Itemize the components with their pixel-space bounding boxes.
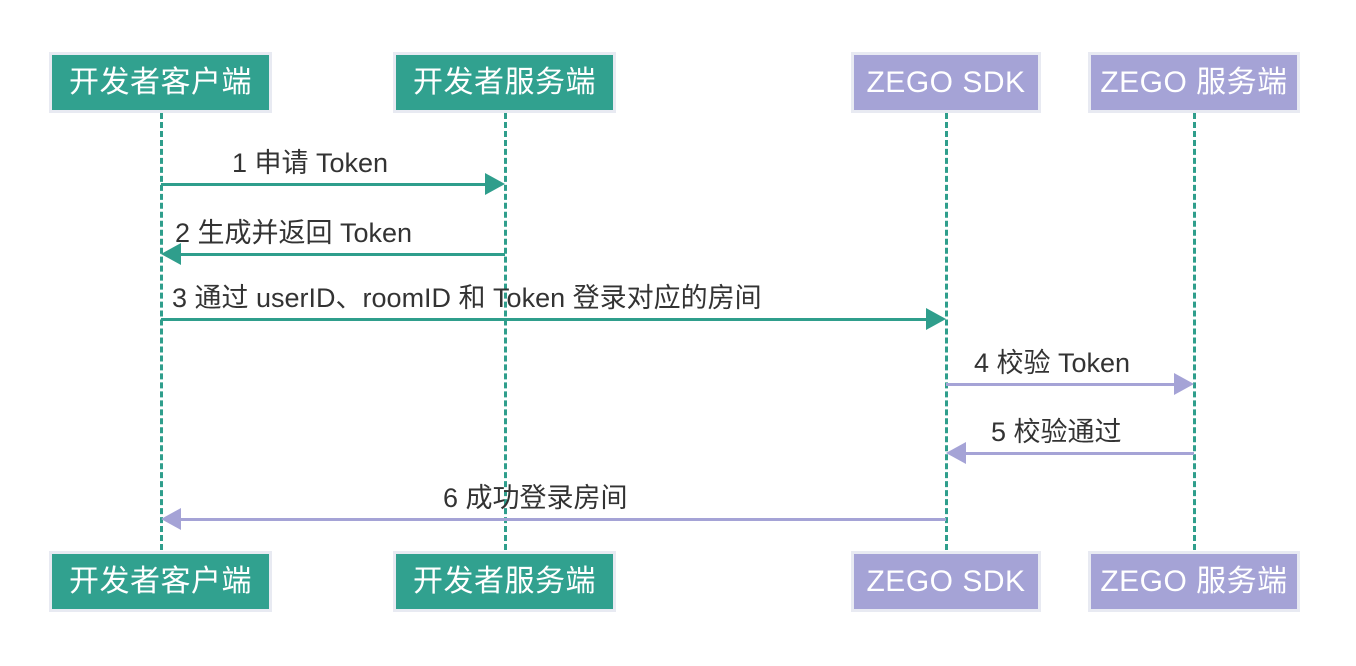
message-arrowhead-3 — [926, 308, 946, 330]
participant-box-zego-server-bottom: ZEGO 服务端 — [1088, 551, 1300, 612]
participant-box-zego-server-top: ZEGO 服务端 — [1088, 52, 1300, 113]
message-line-2 — [181, 253, 505, 256]
participant-box-dev-client-bottom: 开发者客户端 — [49, 551, 272, 612]
message-arrowhead-1 — [485, 173, 505, 195]
lifeline-zego-sdk — [945, 113, 948, 550]
message-label-3: 3 通过 userID、roomID 和 Token 登录对应的房间 — [172, 283, 762, 313]
participant-box-dev-server-bottom: 开发者服务端 — [393, 551, 616, 612]
message-line-4 — [946, 383, 1175, 386]
participant-label: 开发者服务端 — [413, 564, 596, 598]
message-line-1 — [161, 183, 486, 186]
message-label-1: 1 申请 Token — [232, 148, 389, 178]
message-label-2: 2 生成并返回 Token — [175, 218, 413, 248]
participant-box-dev-server-top: 开发者服务端 — [393, 52, 616, 113]
lifeline-zego-server — [1193, 113, 1196, 550]
message-arrowhead-4 — [1174, 373, 1194, 395]
participant-label: 开发者客户端 — [69, 65, 252, 99]
participant-box-dev-client-top: 开发者客户端 — [49, 52, 272, 113]
participant-label: ZEGO SDK — [866, 564, 1026, 598]
participant-box-zego-sdk-top: ZEGO SDK — [851, 52, 1041, 113]
lifeline-dev-client — [160, 113, 163, 550]
participant-label: ZEGO SDK — [866, 65, 1026, 99]
message-line-6 — [181, 518, 946, 521]
message-line-3 — [161, 318, 927, 321]
message-label-4: 4 校验 Token — [974, 348, 1131, 378]
participant-box-zego-sdk-bottom: ZEGO SDK — [851, 551, 1041, 612]
message-arrowhead-2 — [161, 243, 181, 265]
message-label-6: 6 成功登录房间 — [443, 483, 628, 513]
message-label-5: 5 校验通过 — [991, 417, 1122, 447]
participant-label: 开发者客户端 — [69, 564, 252, 598]
participant-label: 开发者服务端 — [413, 65, 596, 99]
lifeline-dev-server — [504, 113, 507, 550]
message-line-5 — [966, 452, 1194, 455]
participant-label: ZEGO 服务端 — [1100, 65, 1288, 99]
message-arrowhead-5 — [946, 442, 966, 464]
participant-label: ZEGO 服务端 — [1100, 564, 1288, 598]
message-arrowhead-6 — [161, 508, 181, 530]
